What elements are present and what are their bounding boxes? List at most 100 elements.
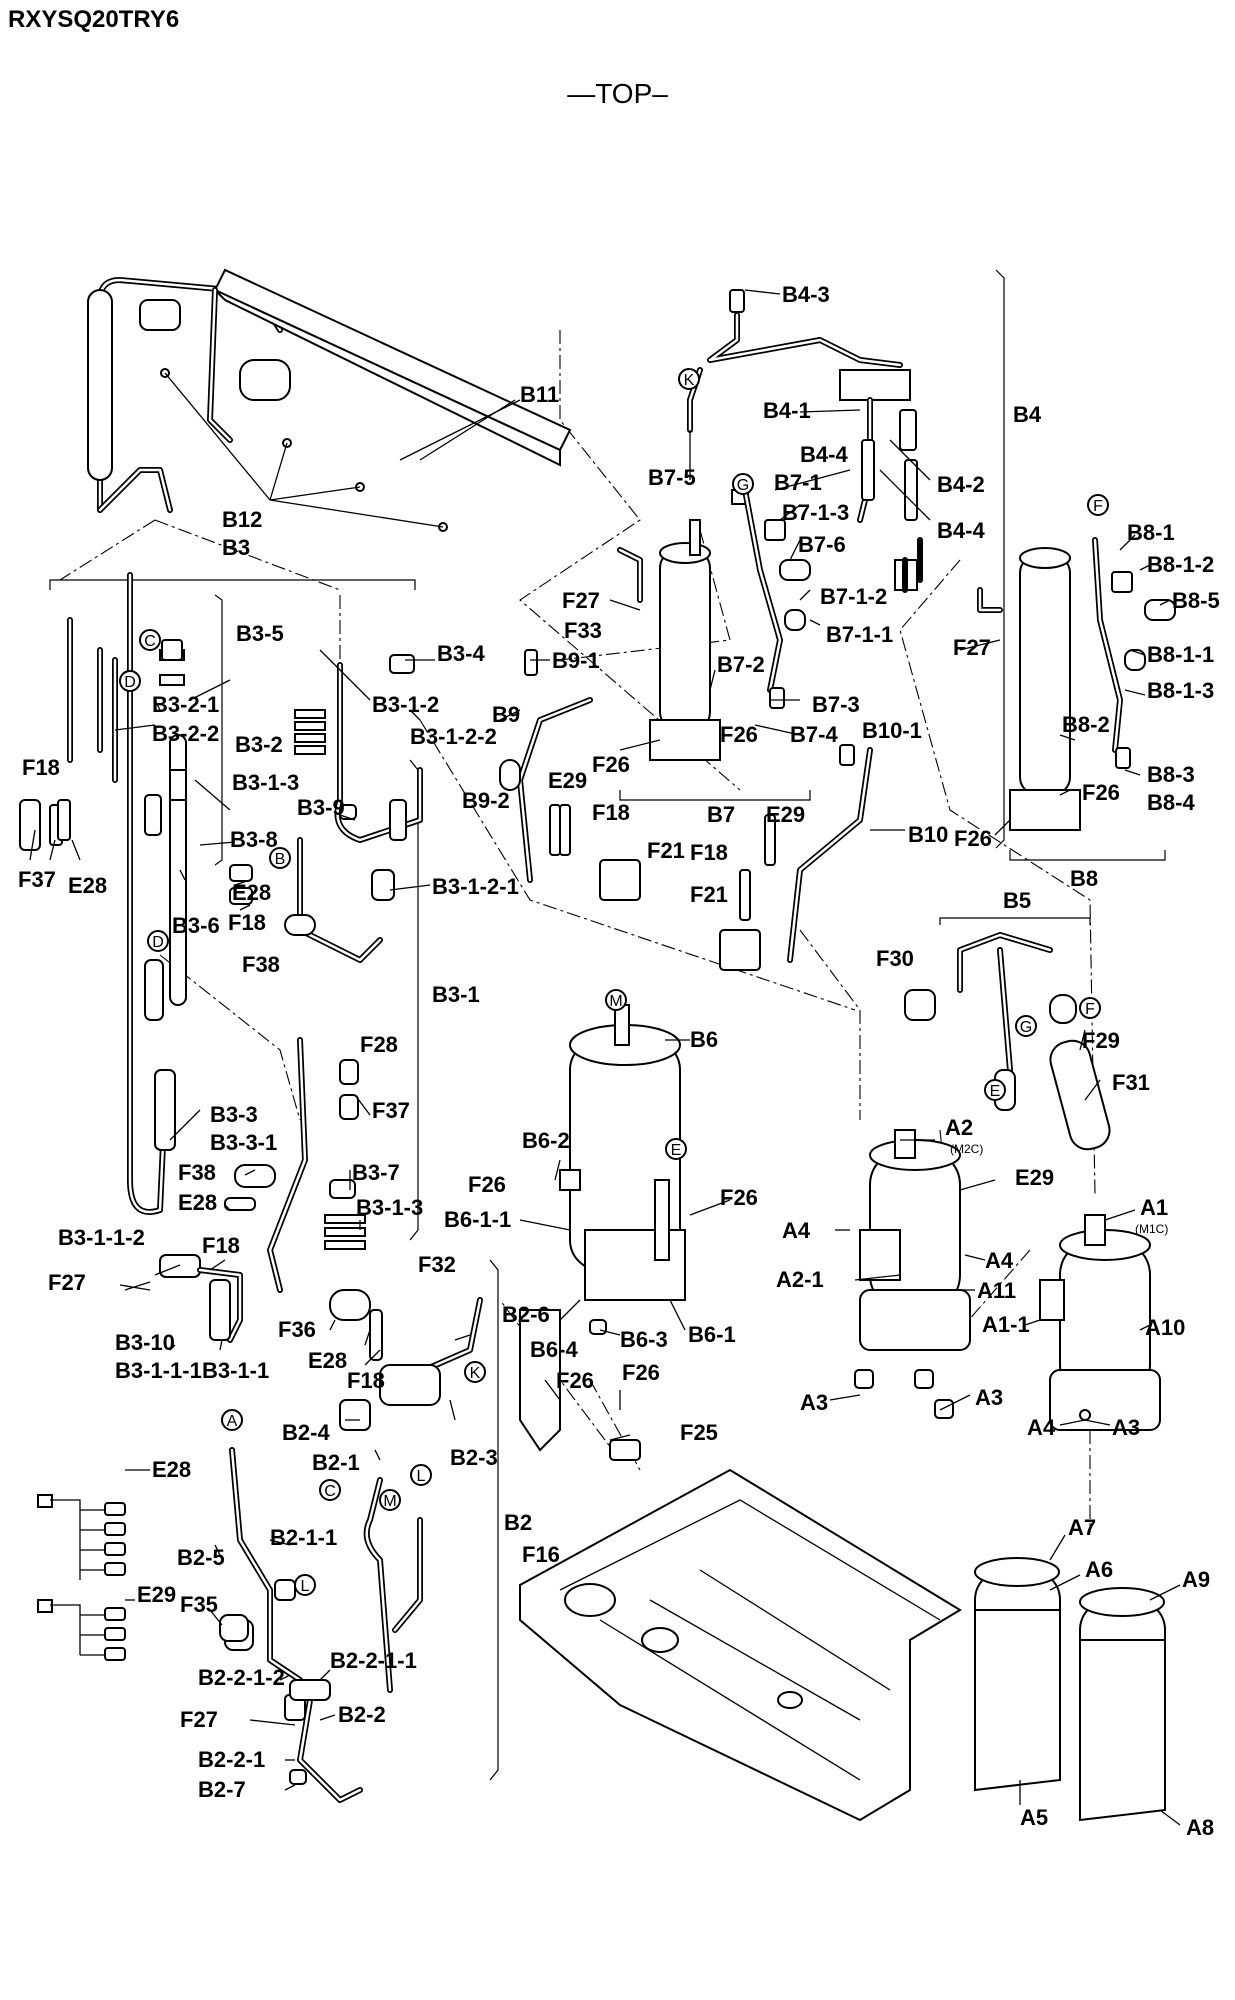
label-b2-6: B2-6 — [502, 1302, 550, 1327]
label-a4-a: A4 — [782, 1218, 811, 1243]
label-b3-1-1-1: B3-1-1-1 — [115, 1358, 202, 1383]
label-b5: B5 — [1003, 888, 1031, 913]
label-b2-4: B2-4 — [282, 1420, 330, 1445]
label-b2-2: B2-2 — [338, 1702, 386, 1727]
label-a3-a: A3 — [800, 1390, 828, 1415]
label-b8: B8 — [1070, 866, 1098, 891]
marker-f-b5: F — [1079, 997, 1101, 1019]
label-b7: B7 — [707, 802, 735, 827]
marker-f-top: F — [1087, 494, 1109, 516]
a1-compressor — [1039, 1214, 1161, 1431]
label-b3-1-2: B3-1-2 — [372, 692, 439, 717]
label-b8-3: B8-3 — [1147, 762, 1195, 787]
label-f37-a: F37 — [18, 867, 56, 892]
label-a2-1: A2-1 — [776, 1267, 824, 1292]
svg-text:L: L — [417, 1468, 426, 1485]
label-b3-6: B3-6 — [172, 913, 220, 938]
label-b8-1-3: B8-1-3 — [1147, 678, 1214, 703]
marker-a-b2: A — [221, 1409, 243, 1431]
label-b4-1: B4-1 — [763, 398, 811, 423]
svg-text:M: M — [609, 993, 622, 1010]
svg-text:D: D — [152, 934, 164, 951]
label-a8: A8 — [1186, 1815, 1214, 1840]
label-b3-1-1-2: B3-1-1-2 — [58, 1225, 145, 1250]
label-a6: A6 — [1085, 1557, 1113, 1582]
label-f26-h: F26 — [622, 1360, 660, 1385]
label-a1-1: A1-1 — [982, 1312, 1030, 1337]
label-b3-1: B3-1 — [432, 982, 480, 1007]
label-b6-2: B6-2 — [522, 1128, 570, 1153]
label-b3-3: B3-3 — [210, 1102, 258, 1127]
label-f28: F28 — [360, 1032, 398, 1057]
label-b9: B9 — [492, 702, 520, 727]
label-f38-a: F38 — [242, 952, 280, 977]
label-b6-1-1: B6-1-1 — [444, 1207, 511, 1232]
label-b6: B6 — [690, 1027, 718, 1052]
label-b2-1: B2-1 — [312, 1450, 360, 1475]
label-b7-3: B7-3 — [812, 692, 860, 717]
b7-accumulator — [617, 487, 811, 761]
label-b7-4: B7-4 — [790, 722, 838, 747]
svg-text:C: C — [324, 1483, 336, 1500]
label-f35: F35 — [180, 1592, 218, 1617]
marker-k-top: K — [678, 368, 700, 390]
svg-text:K: K — [684, 372, 695, 389]
label-b7-1-3: B7-1-3 — [782, 500, 849, 525]
label-b7-2: B7-2 — [717, 652, 765, 677]
label-b3-1-3-a: B3-1-3 — [232, 770, 299, 795]
label-f27-b: F27 — [562, 588, 600, 613]
label-f27-c: F27 — [953, 635, 991, 660]
svg-text:K: K — [470, 1365, 481, 1382]
label-b3: B3 — [222, 535, 250, 560]
label-f31: F31 — [1112, 1070, 1150, 1095]
b2-pipe-assembly — [224, 1297, 483, 1803]
svg-text:F: F — [1085, 1001, 1095, 1018]
label-f26-e: F26 — [468, 1172, 506, 1197]
label-f32: F32 — [418, 1252, 456, 1277]
label-b3-9: B3-9 — [297, 795, 345, 820]
b3-pipe-assembly — [19, 572, 423, 1361]
label-f26-a: F26 — [720, 722, 758, 747]
svg-text:F: F — [1093, 498, 1103, 515]
svg-text:G: G — [1020, 1019, 1032, 1036]
marker-k-b2: K — [464, 1361, 486, 1383]
label-f18-f: F18 — [690, 840, 728, 865]
marker-l-b2: L — [410, 1464, 432, 1486]
label-b7-6: B7-6 — [798, 532, 846, 557]
label-a3-c: A3 — [1112, 1415, 1140, 1440]
label-b2-2-1-1: B2-2-1-1 — [330, 1648, 417, 1673]
label-b12: B12 — [222, 507, 262, 532]
label-b8-5: B8-5 — [1172, 588, 1220, 613]
label-b2-2-1: B2-2-1 — [198, 1747, 265, 1772]
label-f33: F33 — [564, 618, 602, 643]
label-f38-b: F38 — [178, 1160, 216, 1185]
marker-c-b2: C — [319, 1479, 341, 1501]
a8-a9-insulation — [1079, 1587, 1166, 1822]
label-b8-1-1: B8-1-1 — [1147, 642, 1214, 667]
svg-text:D: D — [124, 674, 136, 691]
label-b4: B4 — [1013, 402, 1042, 427]
label-b6-4: B6-4 — [530, 1337, 578, 1362]
label-f18-a: F18 — [228, 910, 266, 935]
b9-b10-pipes — [499, 649, 873, 971]
label-a3-b: A3 — [975, 1385, 1003, 1410]
label-b10-1: B10-1 — [862, 718, 922, 743]
marker-g-top: G — [732, 473, 754, 495]
label-e29-d: E29 — [137, 1582, 176, 1607]
label-b2-7: B2-7 — [198, 1777, 246, 1802]
marker-b-left: B — [269, 847, 291, 869]
label-e28-c: E28 — [178, 1190, 217, 1215]
label-b3-7: B3-7 — [352, 1160, 400, 1185]
label-b3-1-1: B3-1-1 — [202, 1358, 269, 1383]
label-f18-c: F18 — [202, 1233, 240, 1258]
label-b4-2: B4-2 — [937, 472, 985, 497]
label-b3-5: B3-5 — [236, 621, 284, 646]
label-f18-e: F18 — [592, 800, 630, 825]
label-a1: A1 — [1140, 1195, 1168, 1220]
label-b8-1-2: B8-1-2 — [1147, 552, 1214, 577]
b5-pipe-assembly — [904, 932, 1111, 1151]
label-f36: F36 — [278, 1317, 316, 1342]
label-e28-d: E28 — [308, 1348, 347, 1373]
view-title: —TOP– — [567, 78, 668, 109]
marker-g-b5: G — [1015, 1015, 1037, 1037]
